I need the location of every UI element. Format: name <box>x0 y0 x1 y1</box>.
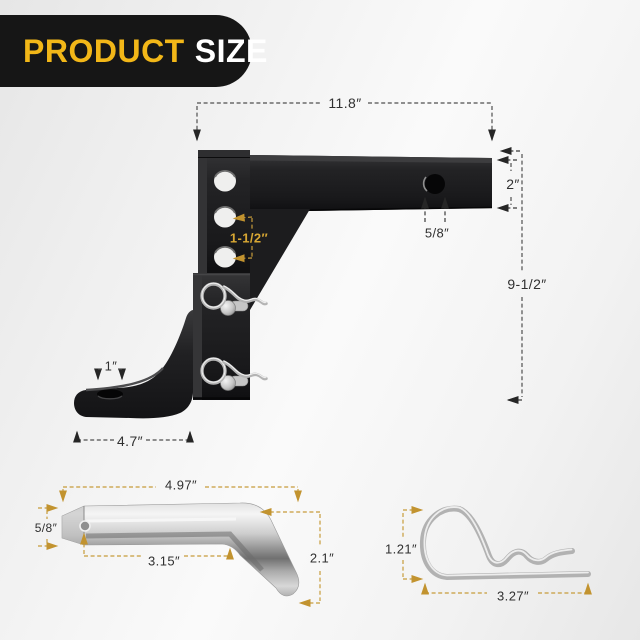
dim-label-mount-length: 4.7″ <box>116 433 144 449</box>
dim-label-pin-length: 4.97″ <box>165 477 197 493</box>
dim-ball-hole-lines <box>94 368 126 381</box>
support-gusset <box>250 209 310 310</box>
r-clip-illustration <box>419 505 591 581</box>
dim-label-clip-length: 3.27″ <box>497 588 529 604</box>
dim-pin-diameter-lines <box>38 504 59 550</box>
dim-pin-usable-lines <box>80 532 234 560</box>
shank-pin-hole <box>425 174 445 194</box>
pin-clip-hole <box>79 520 91 532</box>
dim-label-ball-hole: 1″ <box>104 358 118 374</box>
product-size-banner: PRODUCT SIZE <box>0 15 267 87</box>
dim-label-pin-usable: 3.15″ <box>148 553 180 569</box>
dim-pin-length-lines <box>59 486 302 503</box>
dim-clip-height-lines <box>402 506 424 583</box>
dim-label-pin-drop: 2.1″ <box>309 550 335 566</box>
banner-word-product: PRODUCT <box>23 32 185 69</box>
hitch-diagram <box>74 150 493 419</box>
banner-word-size: SIZE <box>194 32 268 69</box>
dim-mount-length-lines <box>73 430 194 443</box>
dim-label-overall-length: 11.8″ <box>328 95 362 111</box>
r-clip-icon <box>200 282 268 316</box>
dim-overall-height-lines <box>499 147 523 404</box>
dim-pin-drop-lines <box>259 508 321 607</box>
ball-mount-arm <box>74 310 193 419</box>
dim-label-overall-height: 9-1/2″ <box>507 276 547 292</box>
dim-label-hole-spacing: 1-1/2″ <box>229 230 269 246</box>
dim-shank-hole-lines <box>421 196 449 222</box>
dim-label-shank-hole: 5/8″ <box>424 225 450 241</box>
dim-label-pin-diameter: 5/8″ <box>34 521 58 535</box>
dim-clip-length-lines <box>421 582 592 595</box>
receiver-shank <box>249 155 493 212</box>
dim-label-shank-height: 2″ <box>506 176 520 192</box>
adjustment-holes <box>214 169 236 268</box>
hitch-pin-illustration <box>61 502 300 597</box>
dim-hole-spacing-lines <box>232 213 253 263</box>
dim-label-clip-height: 1.21″ <box>385 541 417 557</box>
dim-shank-height-lines <box>496 156 517 212</box>
ball-hole <box>97 389 123 399</box>
dim-overall-length-lines <box>193 102 496 142</box>
